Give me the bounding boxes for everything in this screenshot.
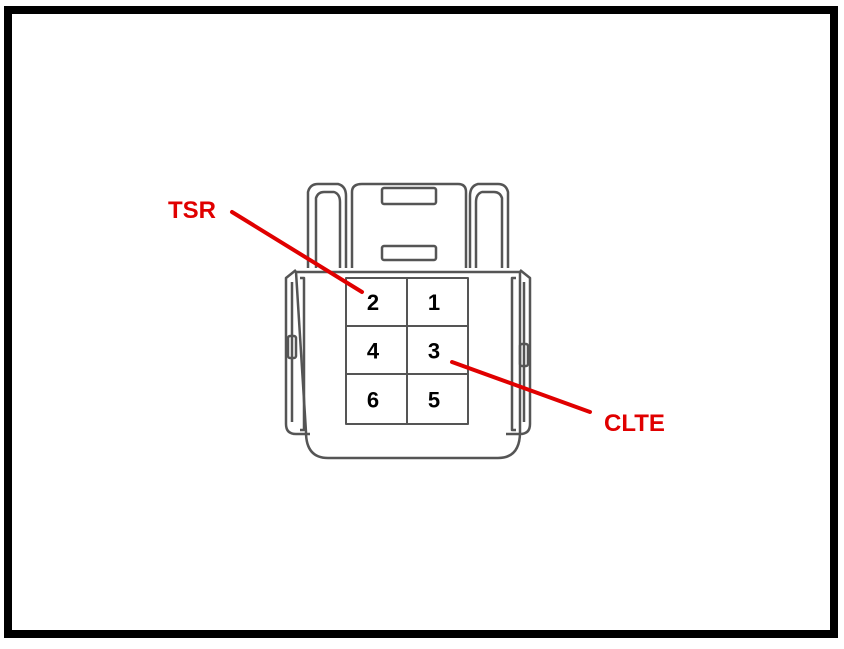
- pin-number-2: 2: [367, 290, 379, 315]
- clte-leader-line: [450, 360, 592, 414]
- left-top-latch: [306, 182, 348, 268]
- right-side-rail: [506, 269, 532, 436]
- pin-number-5: 5: [428, 387, 440, 412]
- tsr-leader-line: [230, 210, 364, 294]
- right-top-latch: [468, 182, 510, 268]
- center-lock: [350, 182, 468, 268]
- connector-housing: [294, 270, 522, 460]
- outer-border: [4, 6, 838, 638]
- tsr-callout-label: TSR: [168, 197, 216, 224]
- pin-number-6: 6: [367, 387, 379, 412]
- pin-number-4: 4: [367, 339, 380, 364]
- clte-callout-label: CLTE: [604, 410, 665, 437]
- callouts: TSR CLTE: [168, 197, 665, 437]
- pin-labels: 2 1 4 3 6 5: [367, 290, 440, 412]
- pin-number-3: 3: [428, 339, 440, 364]
- left-side-rail: [284, 269, 310, 436]
- connector-body: [284, 182, 532, 460]
- pin-number-1: 1: [428, 290, 440, 315]
